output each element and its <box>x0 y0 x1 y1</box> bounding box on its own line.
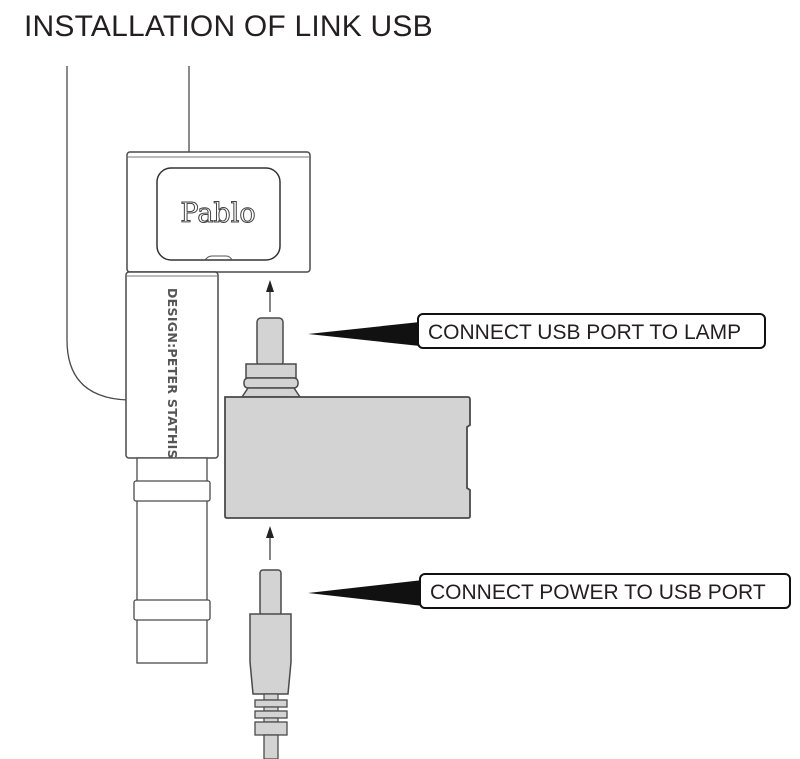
power-plug <box>249 569 292 759</box>
callout-label: CONNECT USB PORT TO LAMP <box>428 321 741 344</box>
callout-pointer <box>308 322 420 346</box>
brand-logo-text: Pablo <box>180 198 255 229</box>
callout-power-to-usb: CONNECT POWER TO USB PORT <box>308 573 791 609</box>
callout-usb-to-lamp: CONNECT USB PORT TO LAMP <box>308 313 766 349</box>
lamp-body: DESIGN:PETER STATHIS <box>125 271 219 459</box>
lamp-head: Pablo <box>126 151 311 273</box>
usb-port-adapter <box>224 317 471 519</box>
callout-label: CONNECT POWER TO USB PORT <box>430 581 766 604</box>
design-credit-text: DESIGN:PETER STATHIS <box>165 288 180 459</box>
callout-box <box>419 573 791 609</box>
diagram-title: INSTALLATION OF LINK USB <box>24 10 433 43</box>
callout-pointer <box>308 580 423 606</box>
lamp-tube <box>133 457 211 664</box>
brand-badge <box>156 167 281 261</box>
arrow-up-to-adapter-icon <box>266 526 274 560</box>
callout-box <box>417 313 766 349</box>
arrow-up-to-lamp-icon <box>266 280 274 312</box>
lamp-cord <box>66 66 129 401</box>
